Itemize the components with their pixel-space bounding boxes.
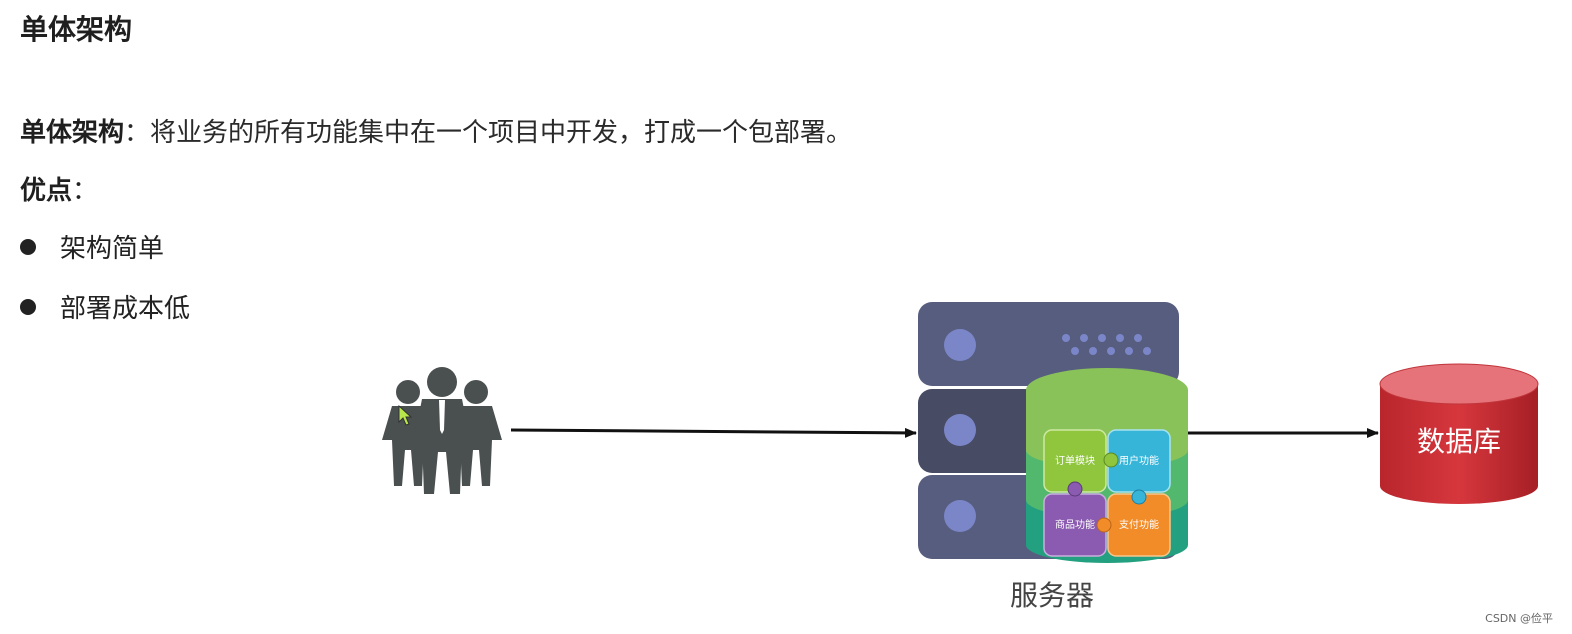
advantages-heading-colon: ： bbox=[72, 176, 99, 206]
bullet-dot-icon bbox=[20, 298, 36, 315]
users-group-icon bbox=[382, 367, 502, 494]
advantages-heading-label: 优点 bbox=[20, 176, 73, 206]
page-title: 单体架构 bbox=[20, 13, 133, 46]
list-item: 架构简单 bbox=[20, 228, 164, 265]
bullet-dot-icon bbox=[20, 238, 36, 255]
definition-text: ：将业务的所有功能集中在一个项目中开发，打成一个包部署。 bbox=[124, 118, 853, 148]
advantages-heading: 优点： bbox=[20, 170, 98, 207]
watermark: CSDN @俭平 bbox=[1485, 611, 1553, 625]
module-payment: 支付功能 bbox=[1107, 493, 1171, 557]
server-label: 服务器 bbox=[1010, 579, 1094, 612]
definition-term: 单体架构 bbox=[20, 118, 125, 148]
arrow-users-to-server bbox=[510, 427, 917, 438]
module-order: 订单模块 bbox=[1043, 429, 1107, 493]
module-payment-label: 支付功能 bbox=[1119, 518, 1159, 531]
list-item-label: 架构简单 bbox=[60, 234, 165, 264]
module-order-label: 订单模块 bbox=[1055, 455, 1095, 467]
database-icon: 数据库 bbox=[1379, 363, 1539, 504]
module-user-label: 用户功能 bbox=[1119, 454, 1159, 467]
module-product-label: 商品功能 bbox=[1055, 518, 1095, 531]
database-label: 数据库 bbox=[1417, 425, 1501, 458]
list-item: 部署成本低 bbox=[20, 288, 190, 325]
list-item-label: 部署成本低 bbox=[60, 294, 191, 324]
puzzle-connector-icon bbox=[1067, 452, 1147, 533]
definition-line: 单体架构：将业务的所有功能集中在一个项目中开发，打成一个包部署。 bbox=[20, 112, 852, 149]
cursor-icon bbox=[398, 404, 413, 426]
